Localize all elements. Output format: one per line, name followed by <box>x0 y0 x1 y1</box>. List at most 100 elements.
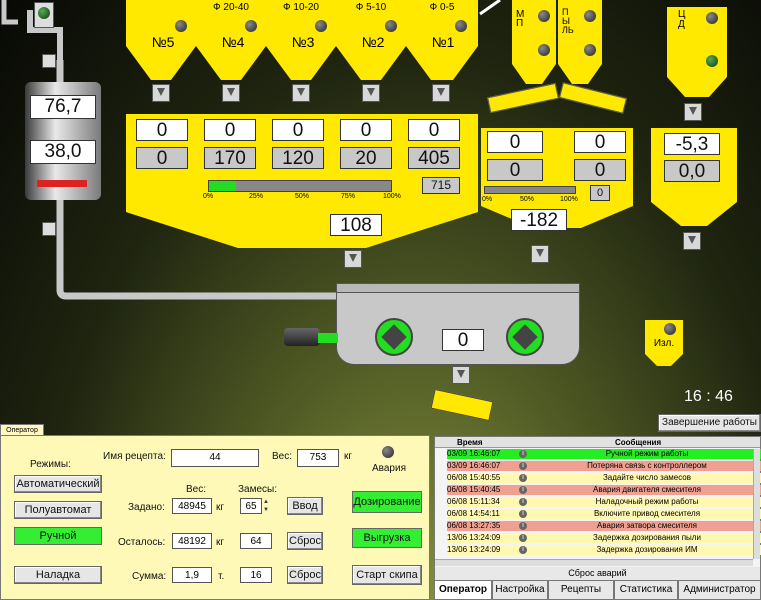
hopper-5-lamp <box>175 20 187 32</box>
cement-lamp-bottom <box>706 55 718 67</box>
sum-weight-unit: т. <box>218 571 225 582</box>
alarm-label: Авария <box>372 463 406 474</box>
recipe-weight-field[interactable]: 753 <box>297 449 339 467</box>
message-row[interactable]: 03/09 16:46:07 i Потеряна связь с контролл… <box>447 461 761 471</box>
tab-operator[interactable]: Оператор <box>434 580 492 600</box>
set-batches-field[interactable]: 65 <box>240 498 262 514</box>
clock: 16 : 46 <box>684 388 733 405</box>
dust-progress-bar <box>484 186 576 194</box>
mixer-motor-icon <box>284 328 320 346</box>
cement-label: ЦД <box>678 9 686 30</box>
message-time: 13/06 13:24:09 <box>447 533 501 542</box>
mode-auto-button[interactable]: Автоматический <box>14 475 102 493</box>
dosing-button[interactable]: Дозирование <box>352 491 422 513</box>
tab-administrator[interactable]: Администратор <box>678 580 761 600</box>
recipe-weight-label: Вес: <box>272 451 293 462</box>
hopper-5-gate-icon[interactable] <box>152 84 170 102</box>
skip-set-value: 38,0 <box>30 140 96 164</box>
remaining-row-label: Осталось: <box>118 537 166 548</box>
aggr-actual-1: 405 <box>408 147 460 169</box>
remaining-batches-field[interactable]: 64 <box>240 533 272 549</box>
hopper-label-3: №3 <box>291 34 315 50</box>
message-text: Авария двигателя смесителя <box>593 485 701 494</box>
tick: 0% <box>482 196 493 203</box>
mp-set: 0 <box>487 131 543 153</box>
batches-spinner-icon[interactable]: ▲▼ <box>263 499 269 513</box>
skip-car-icon <box>430 388 494 422</box>
message-text: Задержка дозирования ИМ <box>596 545 698 554</box>
finish-work-button[interactable]: Завершение работы <box>658 414 761 432</box>
skip-bottom-sensor-icon <box>42 222 56 236</box>
hopper-cones <box>126 46 478 80</box>
time-column-header[interactable]: Время <box>457 438 483 447</box>
info-icon: i <box>519 474 527 482</box>
enter-button[interactable]: Ввод <box>287 497 323 515</box>
sum-weight-field[interactable]: 1,9 <box>172 567 212 583</box>
message-time: 03/09 16:46:07 <box>447 461 501 470</box>
mixer-body <box>336 283 580 365</box>
messages-scrollbar[interactable] <box>753 449 760 559</box>
cement-silo-cone <box>667 77 727 97</box>
reset-sum-button[interactable]: Сброс <box>287 566 323 584</box>
alarm-lamp <box>382 446 394 458</box>
messages-header: Время Сообщения <box>435 437 760 448</box>
mixer-shaft-right-icon <box>506 318 544 356</box>
hopper-1-gate-icon[interactable] <box>432 84 450 102</box>
mode-semiauto-button[interactable]: Полуавтомат <box>14 501 102 519</box>
set-weight-field[interactable]: 48945 <box>172 498 212 514</box>
sum-batches-field[interactable]: 16 <box>240 567 272 583</box>
remaining-weight-field[interactable]: 48192 <box>172 533 212 549</box>
recipe-weight-unit: кг <box>344 451 353 462</box>
hopper-label-1: №1 <box>431 34 455 50</box>
tab-recipes[interactable]: Рецепты <box>548 580 614 600</box>
aggr-discharge-icon[interactable] <box>344 250 362 268</box>
start-skip-button[interactable]: Старт скипа <box>352 565 422 585</box>
cement-discharge-icon[interactable] <box>683 232 701 250</box>
dust-discharge-icon[interactable] <box>531 245 549 263</box>
tab-settings[interactable]: Настройка <box>492 580 548 600</box>
message-text: Потеряна связь с контроллером <box>587 461 707 470</box>
mode-manual-button[interactable]: Ручной <box>14 527 102 545</box>
unload-button[interactable]: Выгрузка <box>352 528 422 548</box>
message-text: Наладочный режим работы <box>595 497 699 506</box>
fraction-label-2: Ф 5-10 <box>355 2 387 13</box>
mode-setup-button[interactable]: Наладка <box>14 566 102 584</box>
cement-gate-icon[interactable] <box>684 103 702 121</box>
hopper-3-gate-icon[interactable] <box>292 84 310 102</box>
tick: 50% <box>520 196 535 203</box>
aggr-set-2: 0 <box>340 119 392 141</box>
messages-column-header[interactable]: Сообщения <box>615 438 662 447</box>
set-weight-unit: кг <box>216 502 225 513</box>
aggr-actual-3: 120 <box>272 147 324 169</box>
mixer-lid <box>336 283 580 293</box>
mixer-shaft-left-icon <box>375 318 413 356</box>
tab-statistics[interactable]: Статистика <box>614 580 678 600</box>
aggr-set-5: 0 <box>136 119 188 141</box>
message-text: Ручной режим работы <box>605 449 689 458</box>
mp-label: МП <box>516 9 525 29</box>
hopper-2-gate-icon[interactable] <box>362 84 380 102</box>
aggr-progress-ticks: 0% 25% 50% 75% 100% <box>203 193 403 203</box>
info-icon: i <box>519 546 527 554</box>
dust-progress-ticks: 0% 50% 100% <box>482 196 582 206</box>
reset-alarms-button[interactable]: Сброс аварий <box>435 567 760 580</box>
mixer-discharge-icon[interactable] <box>452 366 470 384</box>
info-icon: i <box>519 462 527 470</box>
aggregate-scale-cone <box>126 212 478 248</box>
hopper-4-gate-icon[interactable] <box>222 84 240 102</box>
messages-hscrollbar[interactable] <box>435 559 753 566</box>
reset-remaining-button[interactable]: Сброс <box>287 532 323 550</box>
hopper-label-5: №5 <box>151 34 175 50</box>
recipe-name-field[interactable]: 44 <box>171 449 259 467</box>
skip-weight-value: 76,7 <box>30 95 96 119</box>
